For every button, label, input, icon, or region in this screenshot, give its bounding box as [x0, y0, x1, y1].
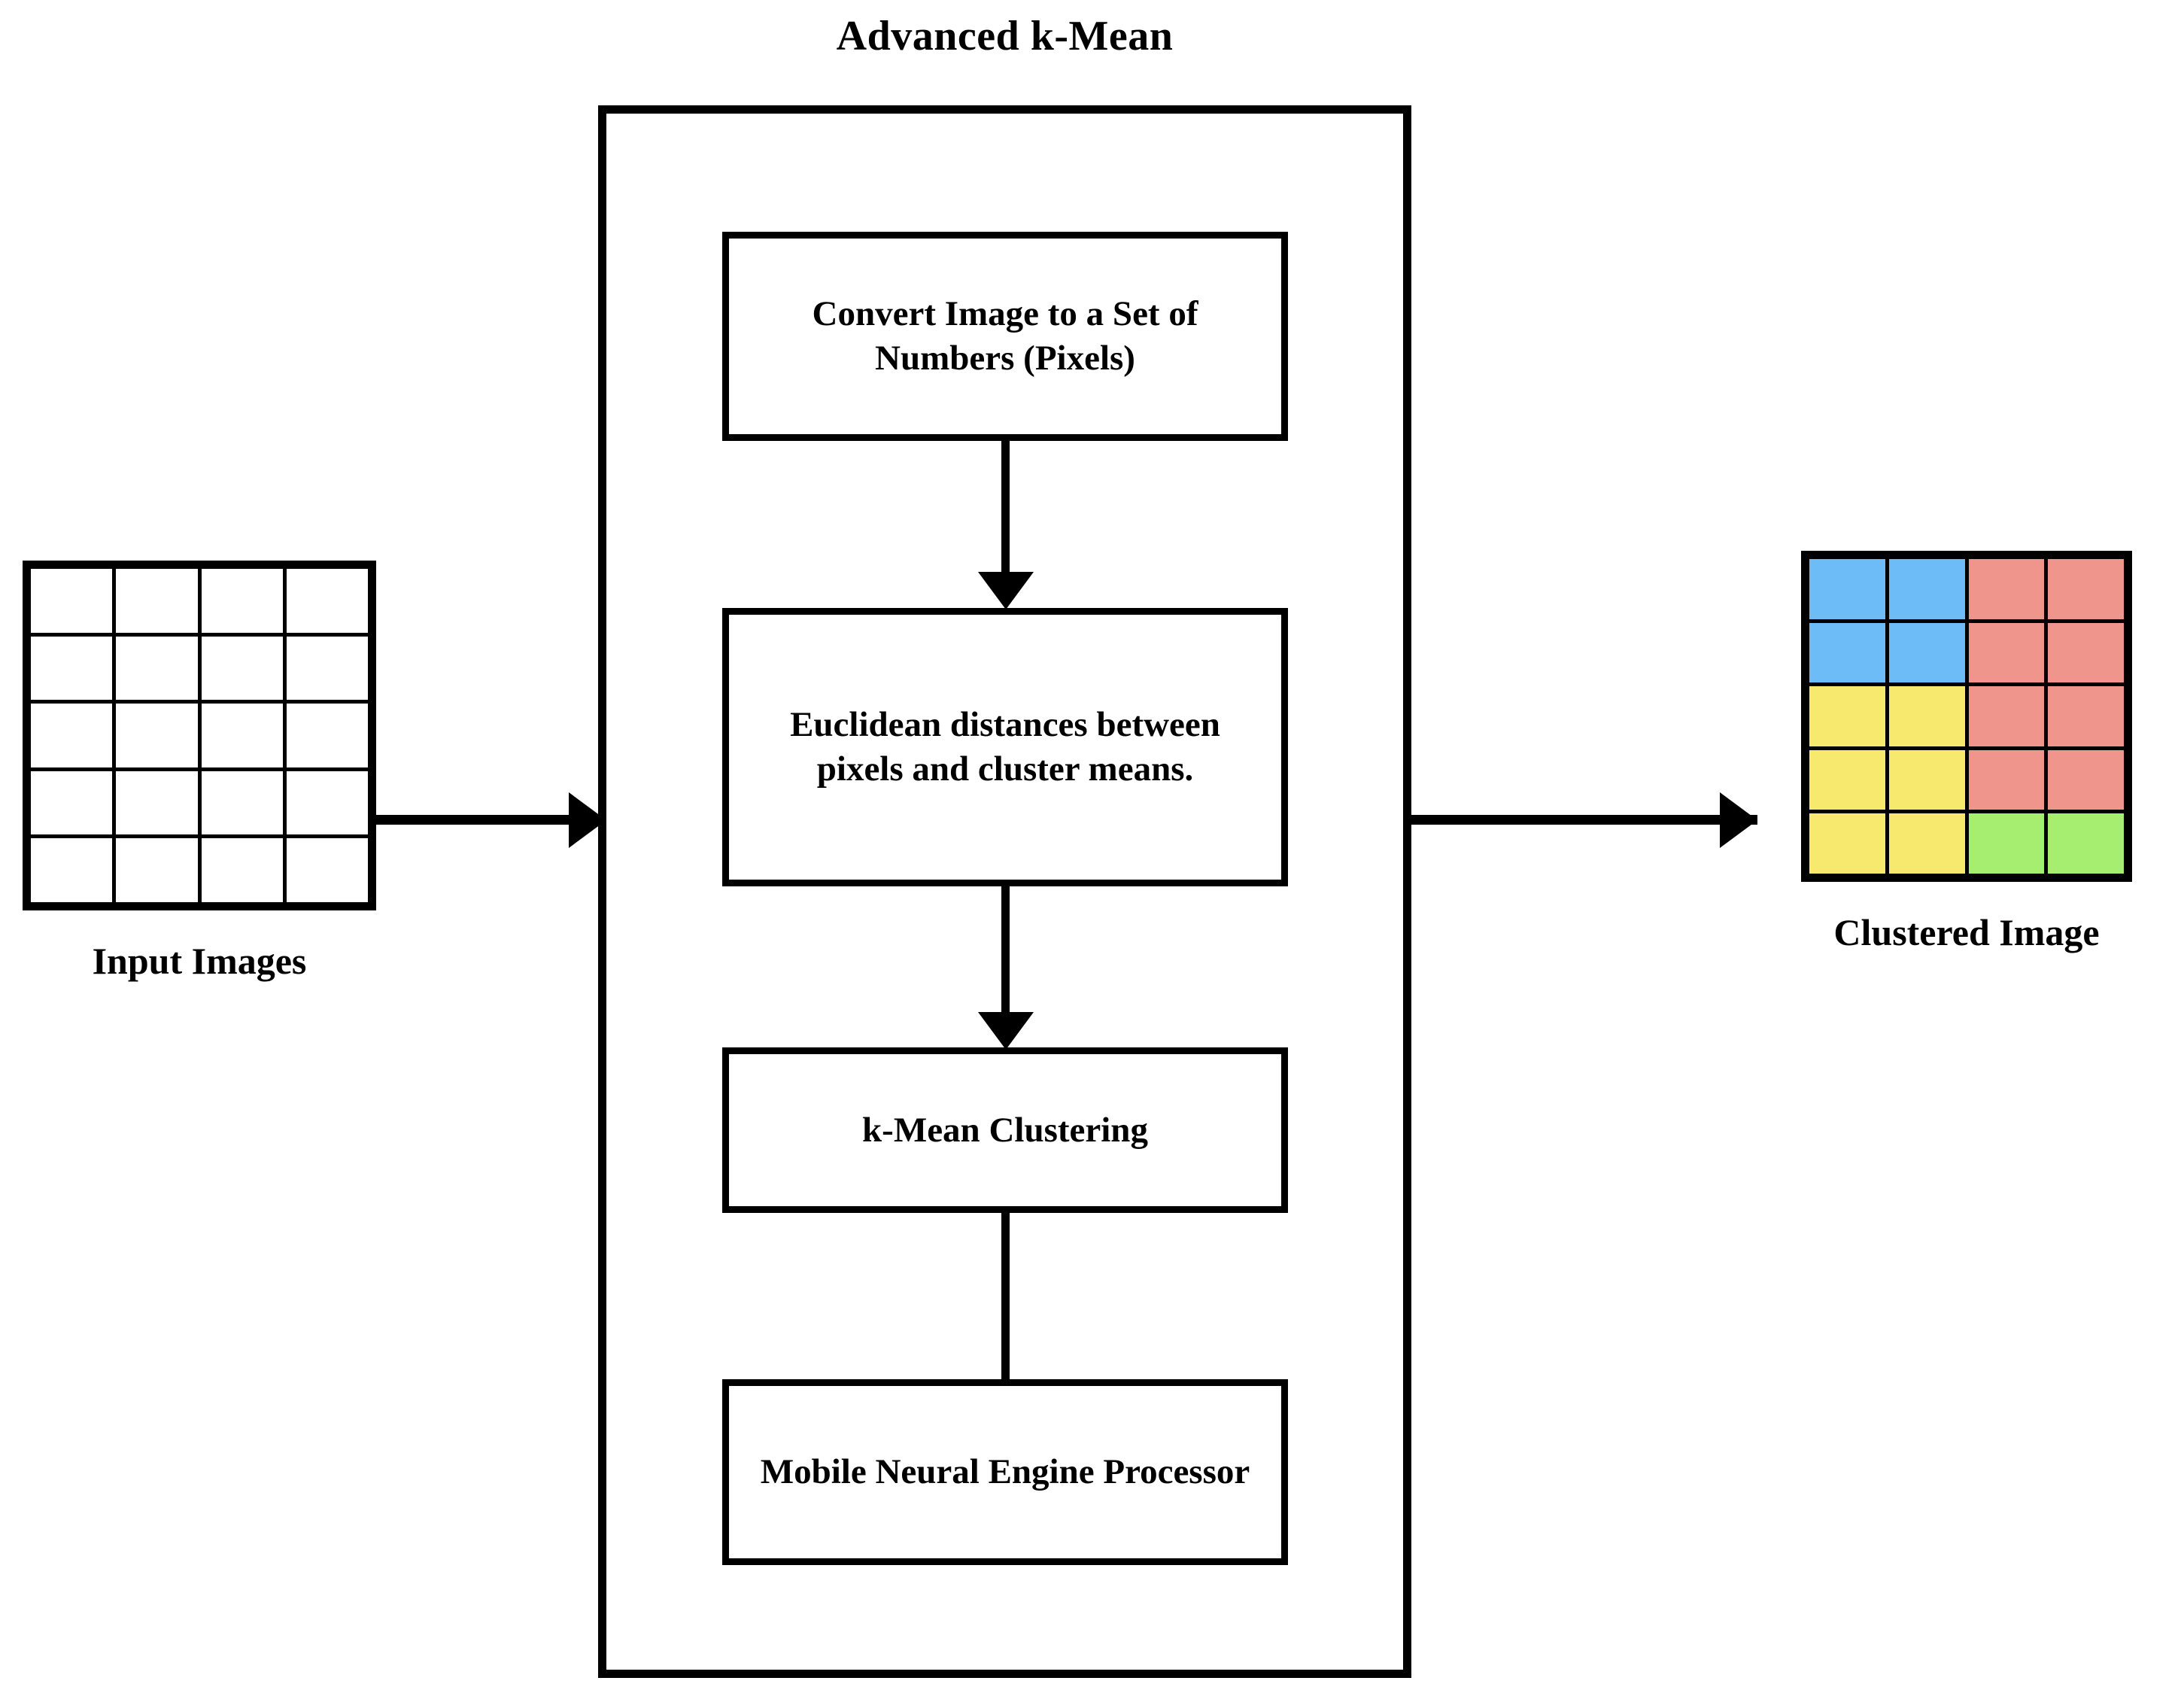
input-pixel-cell-r1-c2 — [116, 569, 198, 633]
output-arrow-line — [1411, 815, 1757, 825]
input-pixel-cell-r5-c1 — [31, 838, 113, 902]
input-pixel-cell-r4-c3 — [201, 770, 283, 835]
input-pixel-cell-r3-c2 — [116, 704, 198, 767]
clustered-image-group: Clustered Image — [1801, 551, 2132, 954]
input-pixel-cell-r1-c3 — [201, 569, 283, 633]
clustered-pixel-cell-r1-c3 — [1968, 559, 2045, 619]
clustered-pixel-cell-r5-c3 — [1968, 813, 2045, 874]
step-box-mobile-neural-engine-processor[interactable]: Mobile Neural Engine Processor — [722, 1379, 1288, 1565]
clustered-pixel-cell-r3-c4 — [2048, 686, 2124, 746]
clustered-pixel-cell-r4-c1 — [1809, 749, 1885, 810]
input-pixel-cell-r1-c1 — [31, 569, 113, 633]
clustered-pixel-cell-r1-c4 — [2048, 559, 2124, 619]
step-box-kmean-clustering[interactable]: k-Mean Clustering — [722, 1047, 1288, 1213]
clustered-pixel-cell-r1-c1 — [1809, 559, 1885, 619]
input-images-caption: Input Images — [92, 940, 307, 982]
connector-convert-to-euclidean — [1001, 441, 1010, 578]
input-pixel-cell-r3-c4 — [286, 704, 368, 767]
clustered-image-caption: Clustered Image — [1833, 911, 2100, 953]
clustered-pixel-cell-r3-c1 — [1809, 686, 1885, 746]
output-arrow-head-icon — [1720, 792, 1757, 848]
clustered-pixel-grid — [1801, 551, 2132, 882]
clustered-pixel-cell-r3-c2 — [1888, 686, 1965, 746]
clustered-pixel-cell-r5-c2 — [1888, 813, 1965, 874]
clustered-pixel-cell-r4-c3 — [1968, 749, 2045, 810]
connector-kmean-to-processor — [1001, 1213, 1010, 1379]
input-pixel-grid — [23, 561, 376, 910]
clustered-pixel-cell-r5-c1 — [1809, 813, 1885, 874]
input-pixel-cell-r3-c3 — [201, 704, 283, 767]
clustered-pixel-cell-r2-c4 — [2048, 622, 2124, 683]
clustered-pixel-cell-r2-c1 — [1809, 622, 1885, 683]
step-box-convert-image[interactable]: Convert Image to a Set of Numbers (Pixel… — [722, 232, 1288, 441]
input-pixel-cell-r2-c3 — [201, 636, 283, 701]
clustered-pixel-cell-r4-c2 — [1888, 749, 1965, 810]
clustered-pixel-cell-r5-c4 — [2048, 813, 2124, 874]
connector-arrow-head-icon-2 — [978, 1012, 1034, 1050]
clustered-pixel-cell-r1-c2 — [1888, 559, 1965, 619]
input-pixel-cell-r2-c1 — [31, 636, 113, 701]
input-pixel-cell-r5-c4 — [286, 838, 368, 902]
clustered-pixel-cell-r3-c3 — [1968, 686, 2045, 746]
clustered-pixel-cell-r2-c3 — [1968, 622, 2045, 683]
step-box-euclidean-distances[interactable]: Euclidean distances between pixels and c… — [722, 608, 1288, 886]
input-pixel-cell-r2-c4 — [286, 636, 368, 701]
input-pixel-cell-r5-c2 — [116, 838, 198, 902]
clustered-pixel-cell-r4-c4 — [2048, 749, 2124, 810]
input-pixel-cell-r2-c2 — [116, 636, 198, 701]
page-title: Advanced k-Mean — [836, 13, 1174, 59]
input-pixel-cell-r3-c1 — [31, 704, 113, 767]
input-images-group: Input Images — [23, 561, 376, 983]
input-arrow-line — [376, 815, 598, 825]
input-pixel-cell-r4-c2 — [116, 770, 198, 835]
input-pixel-cell-r4-c1 — [31, 770, 113, 835]
connector-euclidean-to-kmean — [1001, 886, 1010, 1017]
input-pixel-cell-r5-c3 — [201, 838, 283, 902]
clustered-pixel-cell-r2-c2 — [1888, 622, 1965, 683]
input-pixel-cell-r4-c4 — [286, 770, 368, 835]
connector-arrow-head-icon-1 — [978, 572, 1034, 609]
input-pixel-cell-r1-c4 — [286, 569, 368, 633]
